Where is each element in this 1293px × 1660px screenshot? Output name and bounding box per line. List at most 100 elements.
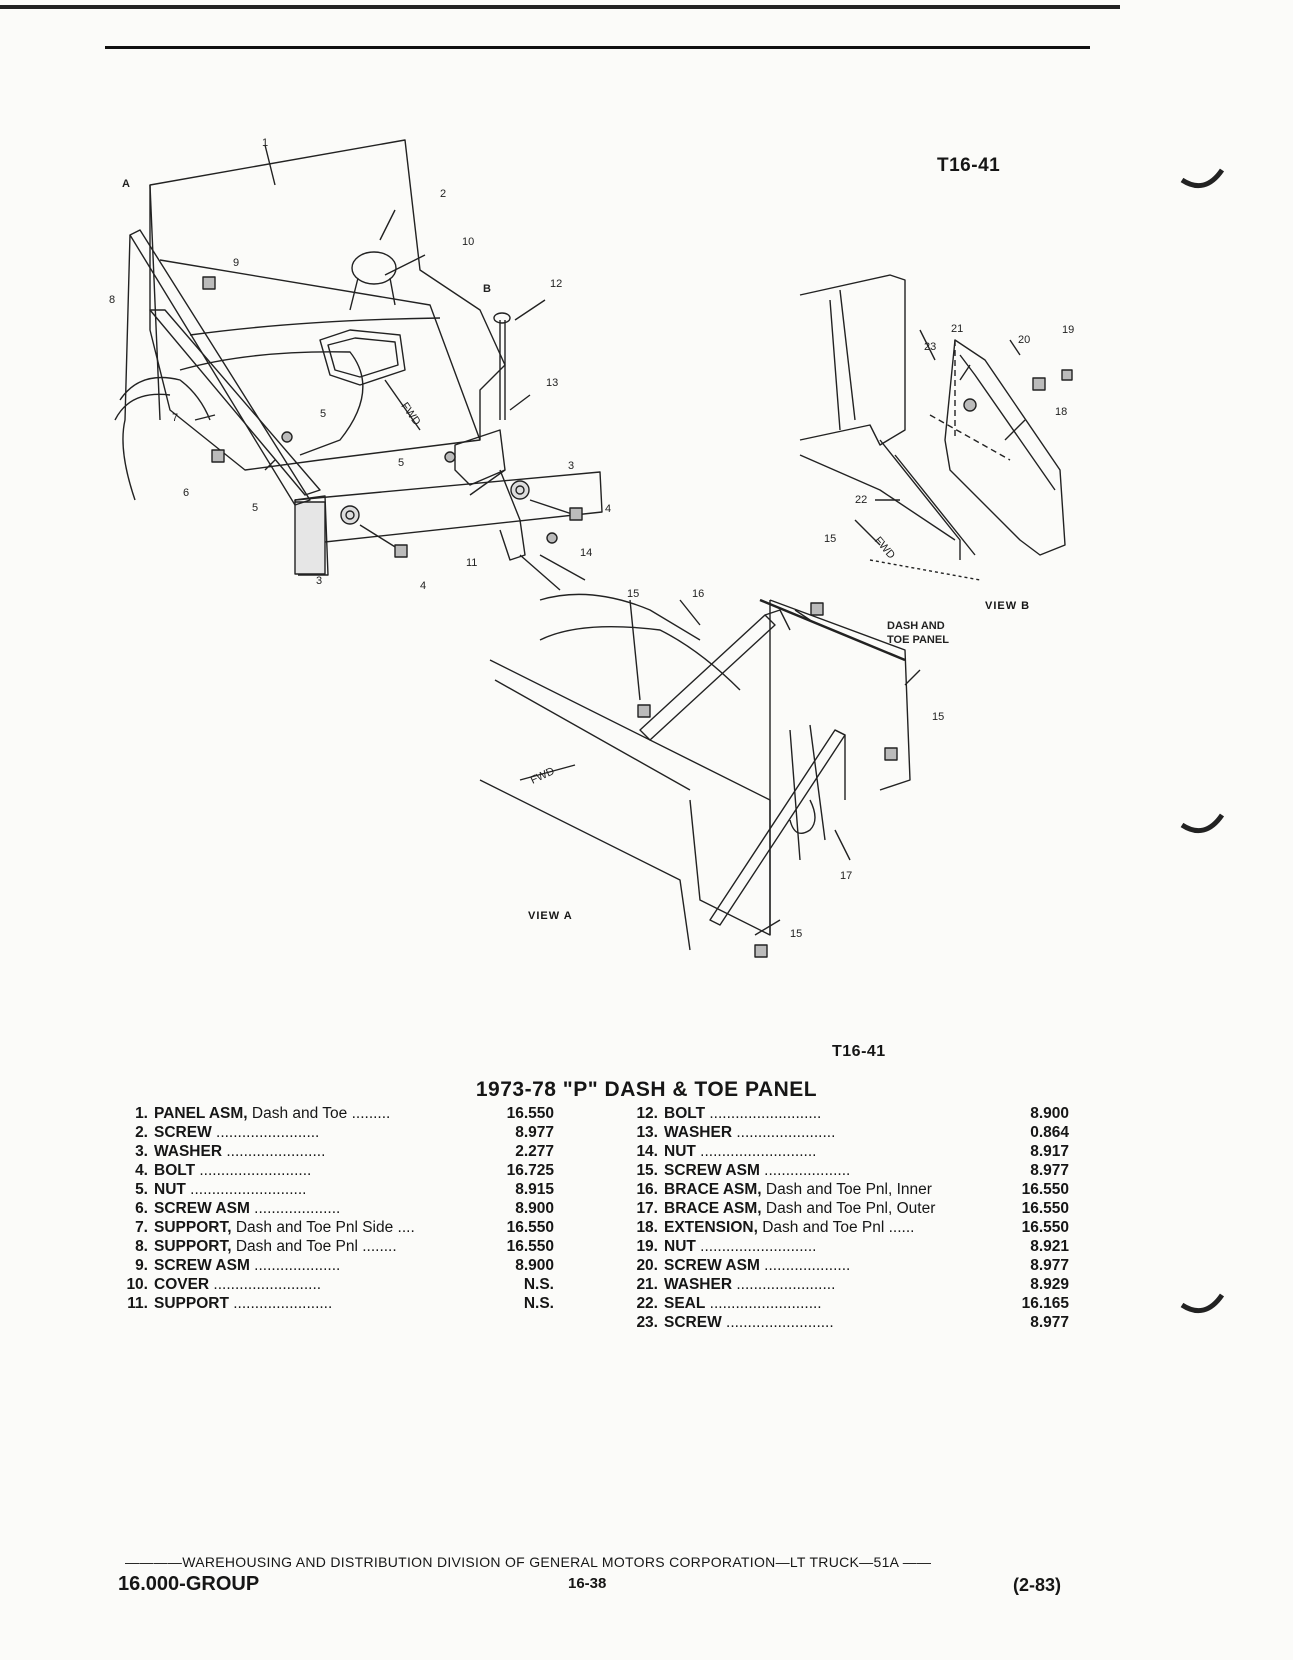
part-name: BRACE ASM,: [664, 1181, 762, 1198]
part-detail: Dash and Toe Pnl Side: [231, 1219, 394, 1236]
part-description: SUPPORT .......................: [154, 1294, 472, 1313]
callout-1: 1: [262, 137, 269, 149]
part-number: 23.: [636, 1314, 658, 1331]
part-row: 13.WASHER .......................0.864: [620, 1123, 1090, 1142]
part-number: 17.: [636, 1200, 658, 1217]
part-description: WASHER .......................: [154, 1142, 472, 1161]
part-description: EXTENSION, Dash and Toe Pnl ......: [664, 1218, 982, 1237]
part-name: SUPPORT: [154, 1295, 229, 1312]
part-name: WASHER: [154, 1143, 223, 1160]
callout-22: 22: [855, 494, 868, 506]
part-group-code: 0.864: [1030, 1124, 1069, 1141]
callout-19: 19: [1062, 324, 1075, 336]
callout-3b: 3: [568, 460, 575, 472]
part-number: 4.: [135, 1162, 148, 1179]
part-description: NUT ...........................: [664, 1237, 982, 1256]
part-description: SCREW .........................: [664, 1313, 982, 1332]
callout-23: 23: [924, 341, 937, 353]
part-name: SCREW ASM: [664, 1162, 760, 1179]
part-description: SUPPORT, Dash and Toe Pnl ........: [154, 1237, 472, 1256]
part-group-code: 8.977: [515, 1124, 554, 1141]
part-name: SEAL: [664, 1295, 706, 1312]
callout-16: 16: [692, 588, 705, 600]
part-number: 21.: [636, 1276, 658, 1293]
part-description: NUT ...........................: [154, 1180, 472, 1199]
part-row: 1.PANEL ASM, Dash and Toe .........16.55…: [110, 1104, 570, 1123]
footer-division-line: ————WAREHOUSING AND DISTRIBUTION DIVISIO…: [125, 1554, 932, 1570]
part-description: BOLT ..........................: [154, 1161, 472, 1180]
part-name: SCREW: [664, 1314, 722, 1331]
callout-6: 6: [183, 487, 190, 499]
part-group-code: N.S.: [523, 1276, 554, 1293]
part-leader: ..........................: [705, 1295, 822, 1312]
part-detail: Dash and Toe Pnl, Outer: [761, 1200, 936, 1217]
part-group-code: 8.900: [515, 1257, 554, 1274]
part-row: 9.SCREW ASM ....................8.900: [110, 1256, 570, 1275]
part-group-code: 8.921: [1030, 1238, 1069, 1255]
part-number: 5.: [135, 1181, 148, 1198]
part-description: SCREW ........................: [154, 1123, 472, 1142]
part-group-code: 16.550: [506, 1238, 554, 1255]
part-name: BOLT: [664, 1105, 706, 1122]
part-number: 20.: [636, 1257, 658, 1274]
callout-15b: 15: [627, 588, 640, 600]
callout-12: 12: [550, 278, 563, 290]
figure-ref-top: T16-41: [937, 155, 1001, 176]
callout-14: 14: [580, 547, 593, 559]
part-description: WASHER .......................: [664, 1275, 982, 1294]
part-group-code: 16.550: [506, 1219, 554, 1236]
part-name: SCREW ASM: [154, 1257, 250, 1274]
part-name: NUT: [664, 1238, 696, 1255]
part-group-code: 16.165: [1021, 1295, 1069, 1312]
part-leader: ....................: [759, 1162, 851, 1179]
part-group-code: 8.900: [1030, 1105, 1069, 1122]
top-edge-rule: [0, 5, 1120, 9]
part-leader: ...........................: [695, 1238, 817, 1255]
part-description: COVER .........................: [154, 1275, 472, 1294]
part-group-code: 8.915: [515, 1181, 554, 1198]
part-row: 12.BOLT ..........................8.900: [620, 1104, 1090, 1123]
part-number: 10.: [126, 1276, 148, 1293]
footer-date: (2-83): [1013, 1575, 1062, 1595]
part-number: 22.: [636, 1295, 658, 1312]
part-group-code: 8.977: [1030, 1314, 1069, 1331]
callout-2: 2: [440, 188, 447, 200]
parts-list-title: 1973-78 "P" DASH & TOE PANEL: [475, 1078, 818, 1101]
part-leader: .........................: [721, 1314, 834, 1331]
part-group-code: 16.550: [1021, 1181, 1069, 1198]
binder-hole-marks: [1180, 168, 1225, 1314]
part-leader: .......................: [732, 1124, 836, 1141]
part-number: 7.: [135, 1219, 148, 1236]
part-number: 3.: [135, 1143, 148, 1160]
part-detail: Dash and Toe Pnl: [231, 1238, 358, 1255]
part-group-code: 8.900: [515, 1200, 554, 1217]
part-group-code: 8.929: [1030, 1276, 1069, 1293]
callout-5c: 5: [252, 502, 259, 514]
part-row: 15.SCREW ASM ....................8.977: [620, 1161, 1090, 1180]
dash-toe-callout-1: DASH AND: [887, 620, 945, 632]
part-detail: Dash and Toe: [247, 1105, 348, 1122]
part-name: SCREW ASM: [664, 1257, 760, 1274]
part-detail: Dash and Toe Pnl: [757, 1219, 885, 1236]
part-row: 22. SEAL .......................... 16.165: [620, 1294, 1090, 1313]
parts-list-left: 1.PANEL ASM, Dash and Toe .........16.55…: [110, 1104, 570, 1313]
part-leader: ...........................: [185, 1181, 307, 1198]
part-name: BRACE ASM,: [664, 1200, 762, 1217]
part-leader: ....: [393, 1219, 415, 1236]
part-group-code: 2.277: [515, 1143, 554, 1160]
callout-4b: 4: [605, 503, 612, 515]
part-row: 20.SCREW ASM ....................8.977: [620, 1256, 1090, 1275]
callout-4a: 4: [420, 580, 427, 592]
part-row: 5. NUT ........................... 8.915: [110, 1180, 570, 1199]
callout-5b: 5: [398, 457, 405, 469]
part-leader: .......................: [228, 1295, 333, 1312]
part-leader: ..........................: [705, 1105, 822, 1122]
part-name: SUPPORT,: [154, 1238, 232, 1255]
callout-15d: 15: [790, 928, 803, 940]
arrow-a-label: A: [122, 178, 130, 190]
part-name: PANEL ASM,: [154, 1105, 248, 1122]
callout-3a: 3: [316, 575, 323, 587]
part-group-code: 16.550: [506, 1105, 554, 1122]
